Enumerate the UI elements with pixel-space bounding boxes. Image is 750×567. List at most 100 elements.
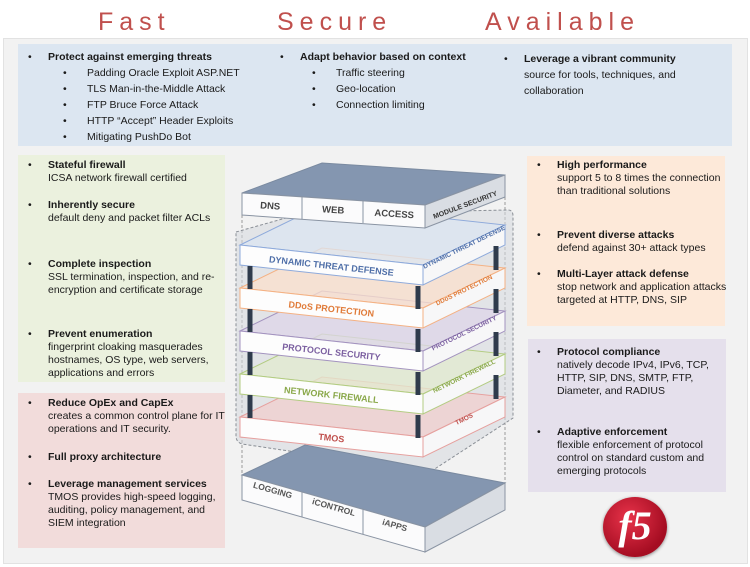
support-pillar [415, 286, 421, 309]
bullet: • [280, 51, 284, 63]
item-desc: stop network and application attacks tar… [557, 281, 727, 306]
layer-front-face [239, 330, 424, 372]
support-pillar [247, 266, 253, 289]
bullet: • [312, 99, 316, 111]
item-desc: flexible enforcement of protocol control… [557, 439, 705, 477]
item-title: Protocol compliance [557, 346, 661, 358]
sub-item-label: FTP Bruce Force Attack [87, 99, 199, 111]
item-title: Complete inspection [48, 258, 152, 270]
bullet: • [312, 67, 316, 79]
sub-item-label: Padding Oracle Exploit ASP.NET [87, 67, 240, 79]
base-front-face [241, 474, 426, 553]
bullet: • [63, 115, 67, 127]
sub-item-label: HTTP “Accept” Header Exploits [87, 115, 234, 127]
sub-item: •Padding Oracle Exploit ASP.NET [63, 67, 240, 80]
bullet: • [28, 328, 32, 340]
sub-item-label: TLS Man-in-the-Middle Attack [87, 83, 226, 95]
right-orange-panel [527, 156, 725, 326]
bullet: • [28, 258, 32, 270]
sub-item: • TLS Man-in-the-Middle Attack [63, 83, 226, 96]
bullet: • [28, 478, 32, 490]
bullet: • [28, 397, 32, 409]
item-title: Prevent enumeration [48, 328, 153, 340]
header-fast: Fast [98, 8, 171, 36]
item-title: Multi-Layer attack defense [557, 268, 689, 280]
header-available: Available [485, 8, 641, 36]
sub-item-label: Traffic steering [336, 67, 405, 79]
item-title: Leverage a vibrant community [524, 53, 676, 65]
sub-item: • Mitigating PushDo Bot [63, 131, 191, 144]
item-desc: defend against 30+ attack types [557, 242, 706, 254]
layer-front-face [239, 373, 424, 415]
support-pillar [493, 289, 499, 313]
bullet: • [63, 83, 67, 95]
support-pillar [247, 352, 253, 375]
bullet: • [63, 131, 67, 143]
support-pillar [415, 329, 421, 352]
item-desc: default deny and packet filter ACLs [48, 212, 211, 224]
item-title: Reduce OpEx and CapEx [48, 397, 174, 409]
sub-item: •FTP Bruce Force Attack [63, 99, 199, 112]
right-purple-panel [528, 339, 726, 492]
support-pillar [493, 332, 499, 356]
bullet: • [537, 159, 541, 171]
item-title: Adaptive enforcement [557, 426, 668, 438]
item-title: Prevent diverse attacks [557, 229, 675, 241]
support-pillar [493, 246, 499, 270]
support-pillar [247, 309, 253, 332]
item-title: High performance [557, 159, 647, 171]
bullet: • [537, 426, 541, 438]
item-title: Inherently secure [48, 199, 135, 211]
item-title: Adapt behavior based on context [300, 51, 466, 63]
left-green-panel [18, 155, 225, 382]
bullet: • [537, 346, 541, 358]
module-front-face [241, 192, 426, 229]
bullet: • [537, 229, 541, 241]
bullet: • [504, 53, 508, 65]
item-desc: SSL termination, inspection, and re-encr… [48, 271, 215, 296]
support-pillar [415, 415, 421, 438]
bullet: • [537, 268, 541, 280]
bullet: • [28, 51, 32, 63]
sub-item-label: Geo-location [336, 83, 396, 95]
bullet: • [28, 451, 32, 463]
item-desc: TMOS provides high-speed logging, auditi… [48, 491, 216, 529]
item-title: Full proxy architecture [48, 451, 162, 463]
module-cell-1: WEB [322, 204, 345, 216]
item-title: Protect against emerging threats [48, 51, 212, 63]
sub-item-label: Connection limiting [336, 99, 425, 111]
item-desc: ICSA network firewall certified [48, 172, 187, 184]
item-desc: natively decode IPv4, IPv6, TCP, HTTP, S… [557, 359, 709, 397]
f5-logo: f5 [603, 497, 667, 557]
sub-item: • HTTP “Accept” Header Exploits [63, 115, 234, 128]
sub-item-label: Mitigating PushDo Bot [87, 131, 191, 143]
left-pink-panel [18, 393, 225, 548]
item-title: Stateful firewall [48, 159, 126, 171]
support-pillar [415, 372, 421, 395]
layer-front-face [239, 416, 424, 458]
item-desc: fingerprint cloaking masquerades hostnam… [48, 341, 209, 379]
top-col1: • Protect against emerging threats [28, 51, 268, 64]
item-desc: creates a common control plane for IT op… [48, 410, 225, 435]
bullet: • [28, 159, 32, 171]
logo-text: f5 [618, 503, 652, 548]
sub-item: • Traffic steering [312, 67, 405, 80]
layer-label-4: TMOS [318, 432, 345, 445]
support-pillar [247, 395, 253, 418]
support-pillar [493, 375, 499, 399]
module-cell-0: DNS [260, 200, 281, 212]
module-cell-2: ACCESS [374, 208, 414, 222]
header-secure: Secure [277, 8, 393, 36]
layer-front-face [239, 244, 424, 286]
sub-item: • Connection limiting [312, 99, 425, 112]
layer-front-face [239, 287, 424, 329]
